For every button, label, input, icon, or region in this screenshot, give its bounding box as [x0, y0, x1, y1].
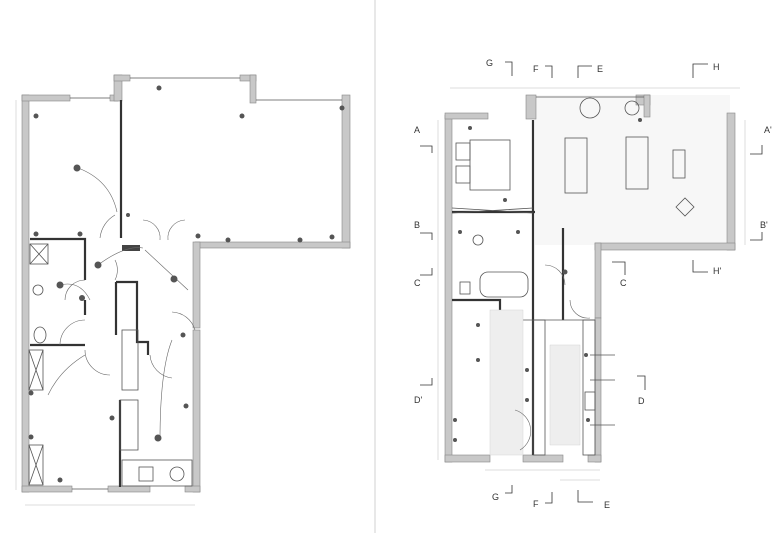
section-markers — [420, 61, 763, 504]
section-label: F — [533, 499, 539, 509]
bathtub — [479, 271, 529, 298]
wall — [192, 329, 201, 493]
section-label: H' — [713, 266, 721, 276]
wall — [21, 94, 30, 493]
wall — [594, 242, 602, 319]
section-label: E — [604, 500, 610, 510]
wall — [444, 454, 491, 463]
proposed-plan: G F E H A A' B B' C C H' D' D G F E — [414, 58, 772, 510]
wall — [522, 454, 564, 463]
wall — [594, 242, 736, 251]
wall — [21, 94, 71, 102]
kitchen-island — [549, 344, 581, 446]
dining-table — [564, 137, 588, 194]
bed — [469, 139, 511, 191]
electrical-points — [28, 85, 345, 483]
wall — [594, 317, 602, 463]
wall — [444, 114, 453, 463]
wall — [587, 454, 602, 463]
wall — [194, 241, 351, 249]
wall — [113, 74, 131, 82]
sofa — [625, 136, 649, 190]
section-label: C — [620, 278, 627, 288]
tv-unit — [672, 149, 686, 179]
wall — [21, 485, 73, 493]
wall — [726, 112, 736, 251]
section-label: G — [492, 492, 499, 502]
section-label: D' — [414, 395, 422, 405]
section-label: H — [713, 62, 720, 72]
wall — [525, 94, 537, 120]
wall — [249, 74, 257, 104]
electrical-points — [453, 118, 642, 442]
section-label: C — [414, 278, 421, 288]
section-label: F — [533, 64, 539, 74]
wall — [341, 94, 351, 249]
section-label: B — [414, 220, 420, 230]
section-label: G — [486, 58, 493, 68]
hallway-floor — [489, 309, 524, 456]
section-label: B' — [760, 220, 768, 230]
wall — [184, 485, 201, 493]
section-label: E — [597, 64, 603, 74]
wall — [107, 485, 151, 493]
wall — [444, 112, 489, 120]
section-label: A' — [764, 125, 772, 135]
existing-plan — [15, 74, 351, 506]
section-label: D — [638, 396, 645, 406]
wall — [192, 241, 201, 329]
section-label: A — [414, 125, 420, 135]
wall — [643, 94, 651, 118]
